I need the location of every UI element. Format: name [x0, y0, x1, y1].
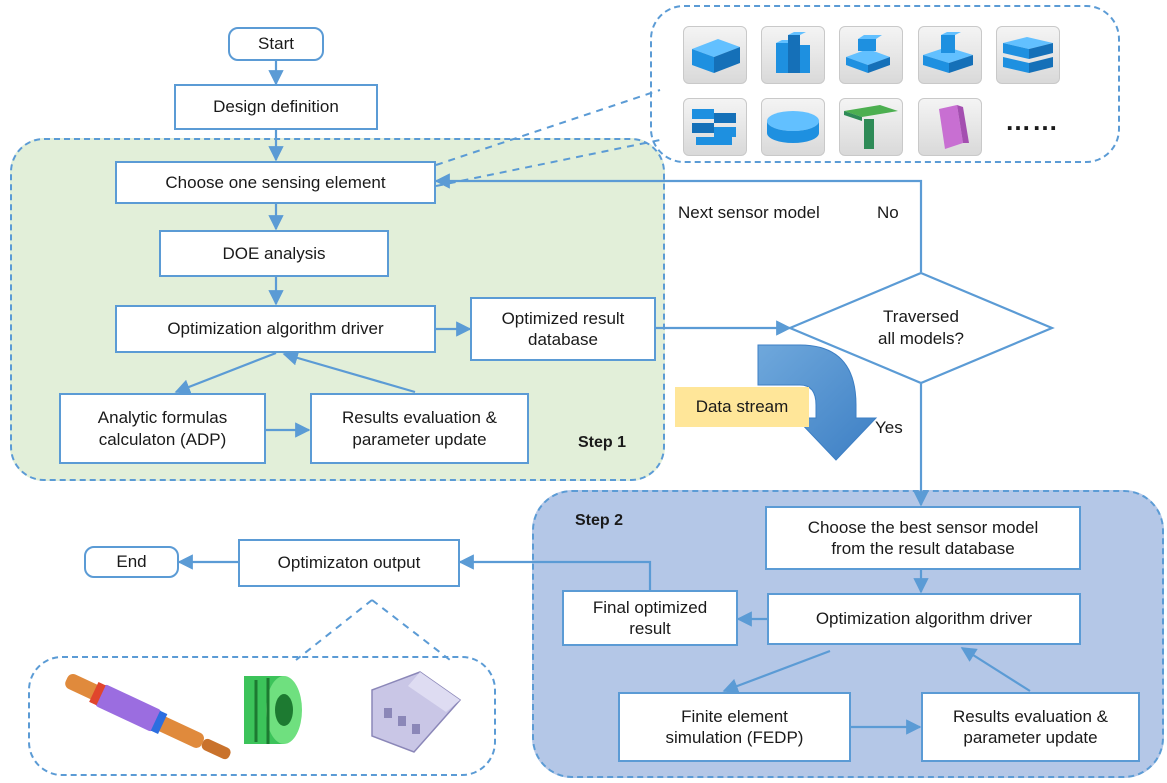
design-definition-box: Design definition — [174, 84, 378, 130]
next-sensor-model-label: Next sensor model — [678, 203, 820, 222]
step1-label: Step 1 — [578, 434, 627, 451]
results-evaluation-2-box: Results evaluation & parameter update — [921, 692, 1140, 762]
results-evaluation-1-box: Results evaluation & parameter update — [310, 393, 529, 464]
sensor-model-thumb-8 — [839, 98, 903, 156]
callout-line-lower-2 — [371, 599, 451, 661]
t-beam-shape-icon — [844, 105, 898, 149]
data-stream-label: Data stream — [675, 387, 809, 427]
rounded-block-shape-icon — [767, 111, 819, 143]
layered-cross-shape-icon — [692, 109, 736, 145]
arrow-final-to-output — [458, 554, 652, 590]
callout-line-upper-1 — [435, 89, 661, 166]
finite-element-simulation-box: Finite element simulation (FEDP) — [618, 692, 851, 762]
stacked-columns-shape-icon — [776, 32, 810, 73]
arrow-driver2-to-fem — [722, 649, 831, 694]
optimized-result-database-box: Optimized result database — [470, 297, 656, 361]
optimization-driver-1-box: Optimization algorithm driver — [115, 305, 436, 353]
arrow-results2-to-driver2 — [960, 647, 1031, 692]
sensor-model-thumb-3 — [839, 26, 903, 84]
choose-best-model-box: Choose the best sensor model from the re… — [765, 506, 1081, 570]
decision-diamond — [787, 271, 1055, 385]
decision-text: Traversed all models? — [878, 307, 964, 349]
choose-sensing-element-box: Choose one sensing element — [115, 161, 436, 204]
slab-stack-shape-icon — [1003, 37, 1053, 73]
sensor-model-thumb-7 — [761, 98, 825, 156]
start-node: Start — [228, 27, 324, 61]
doe-analysis-box: DOE analysis — [159, 230, 389, 277]
analytic-formulas-box: Analytic formulas calculaton (ADP) — [59, 393, 266, 464]
no-label: No — [877, 203, 899, 222]
gray-housing-model — [371, 671, 462, 753]
arrow-decision-no-loop — [434, 173, 923, 272]
sensor-model-thumb-5 — [996, 26, 1060, 84]
sensor-model-thumb-2 — [761, 26, 825, 84]
block-shape-icon — [692, 39, 740, 73]
sensor-model-thumb-4 — [918, 26, 982, 84]
arrow-results-to-driver — [282, 350, 416, 394]
step2-label: Step 2 — [575, 512, 624, 529]
rod-sensor-model — [65, 673, 231, 760]
data-stream-arrow — [757, 344, 878, 461]
tilted-prism-shape-icon — [939, 105, 969, 149]
cross-layers-shape-icon — [846, 35, 890, 73]
sensor-model-thumb-9 — [918, 98, 982, 156]
arrow-driver-to-analytic — [174, 351, 277, 395]
sensor-model-thumb-6 — [683, 98, 747, 156]
more-models-ellipsis: …… — [1005, 106, 1059, 136]
green-spool-model — [244, 676, 302, 744]
final-optimized-result-box: Final optimized result — [562, 590, 738, 646]
sensor-model-thumb-1 — [683, 26, 747, 84]
plus-block-shape-icon — [923, 32, 973, 73]
end-node: End — [84, 546, 179, 578]
yes-label: Yes — [875, 418, 903, 437]
optimization-driver-2-box: Optimization algorithm driver — [767, 593, 1081, 645]
callout-line-lower-1 — [295, 599, 373, 661]
optimization-output-box: Optimizaton output — [238, 539, 460, 587]
